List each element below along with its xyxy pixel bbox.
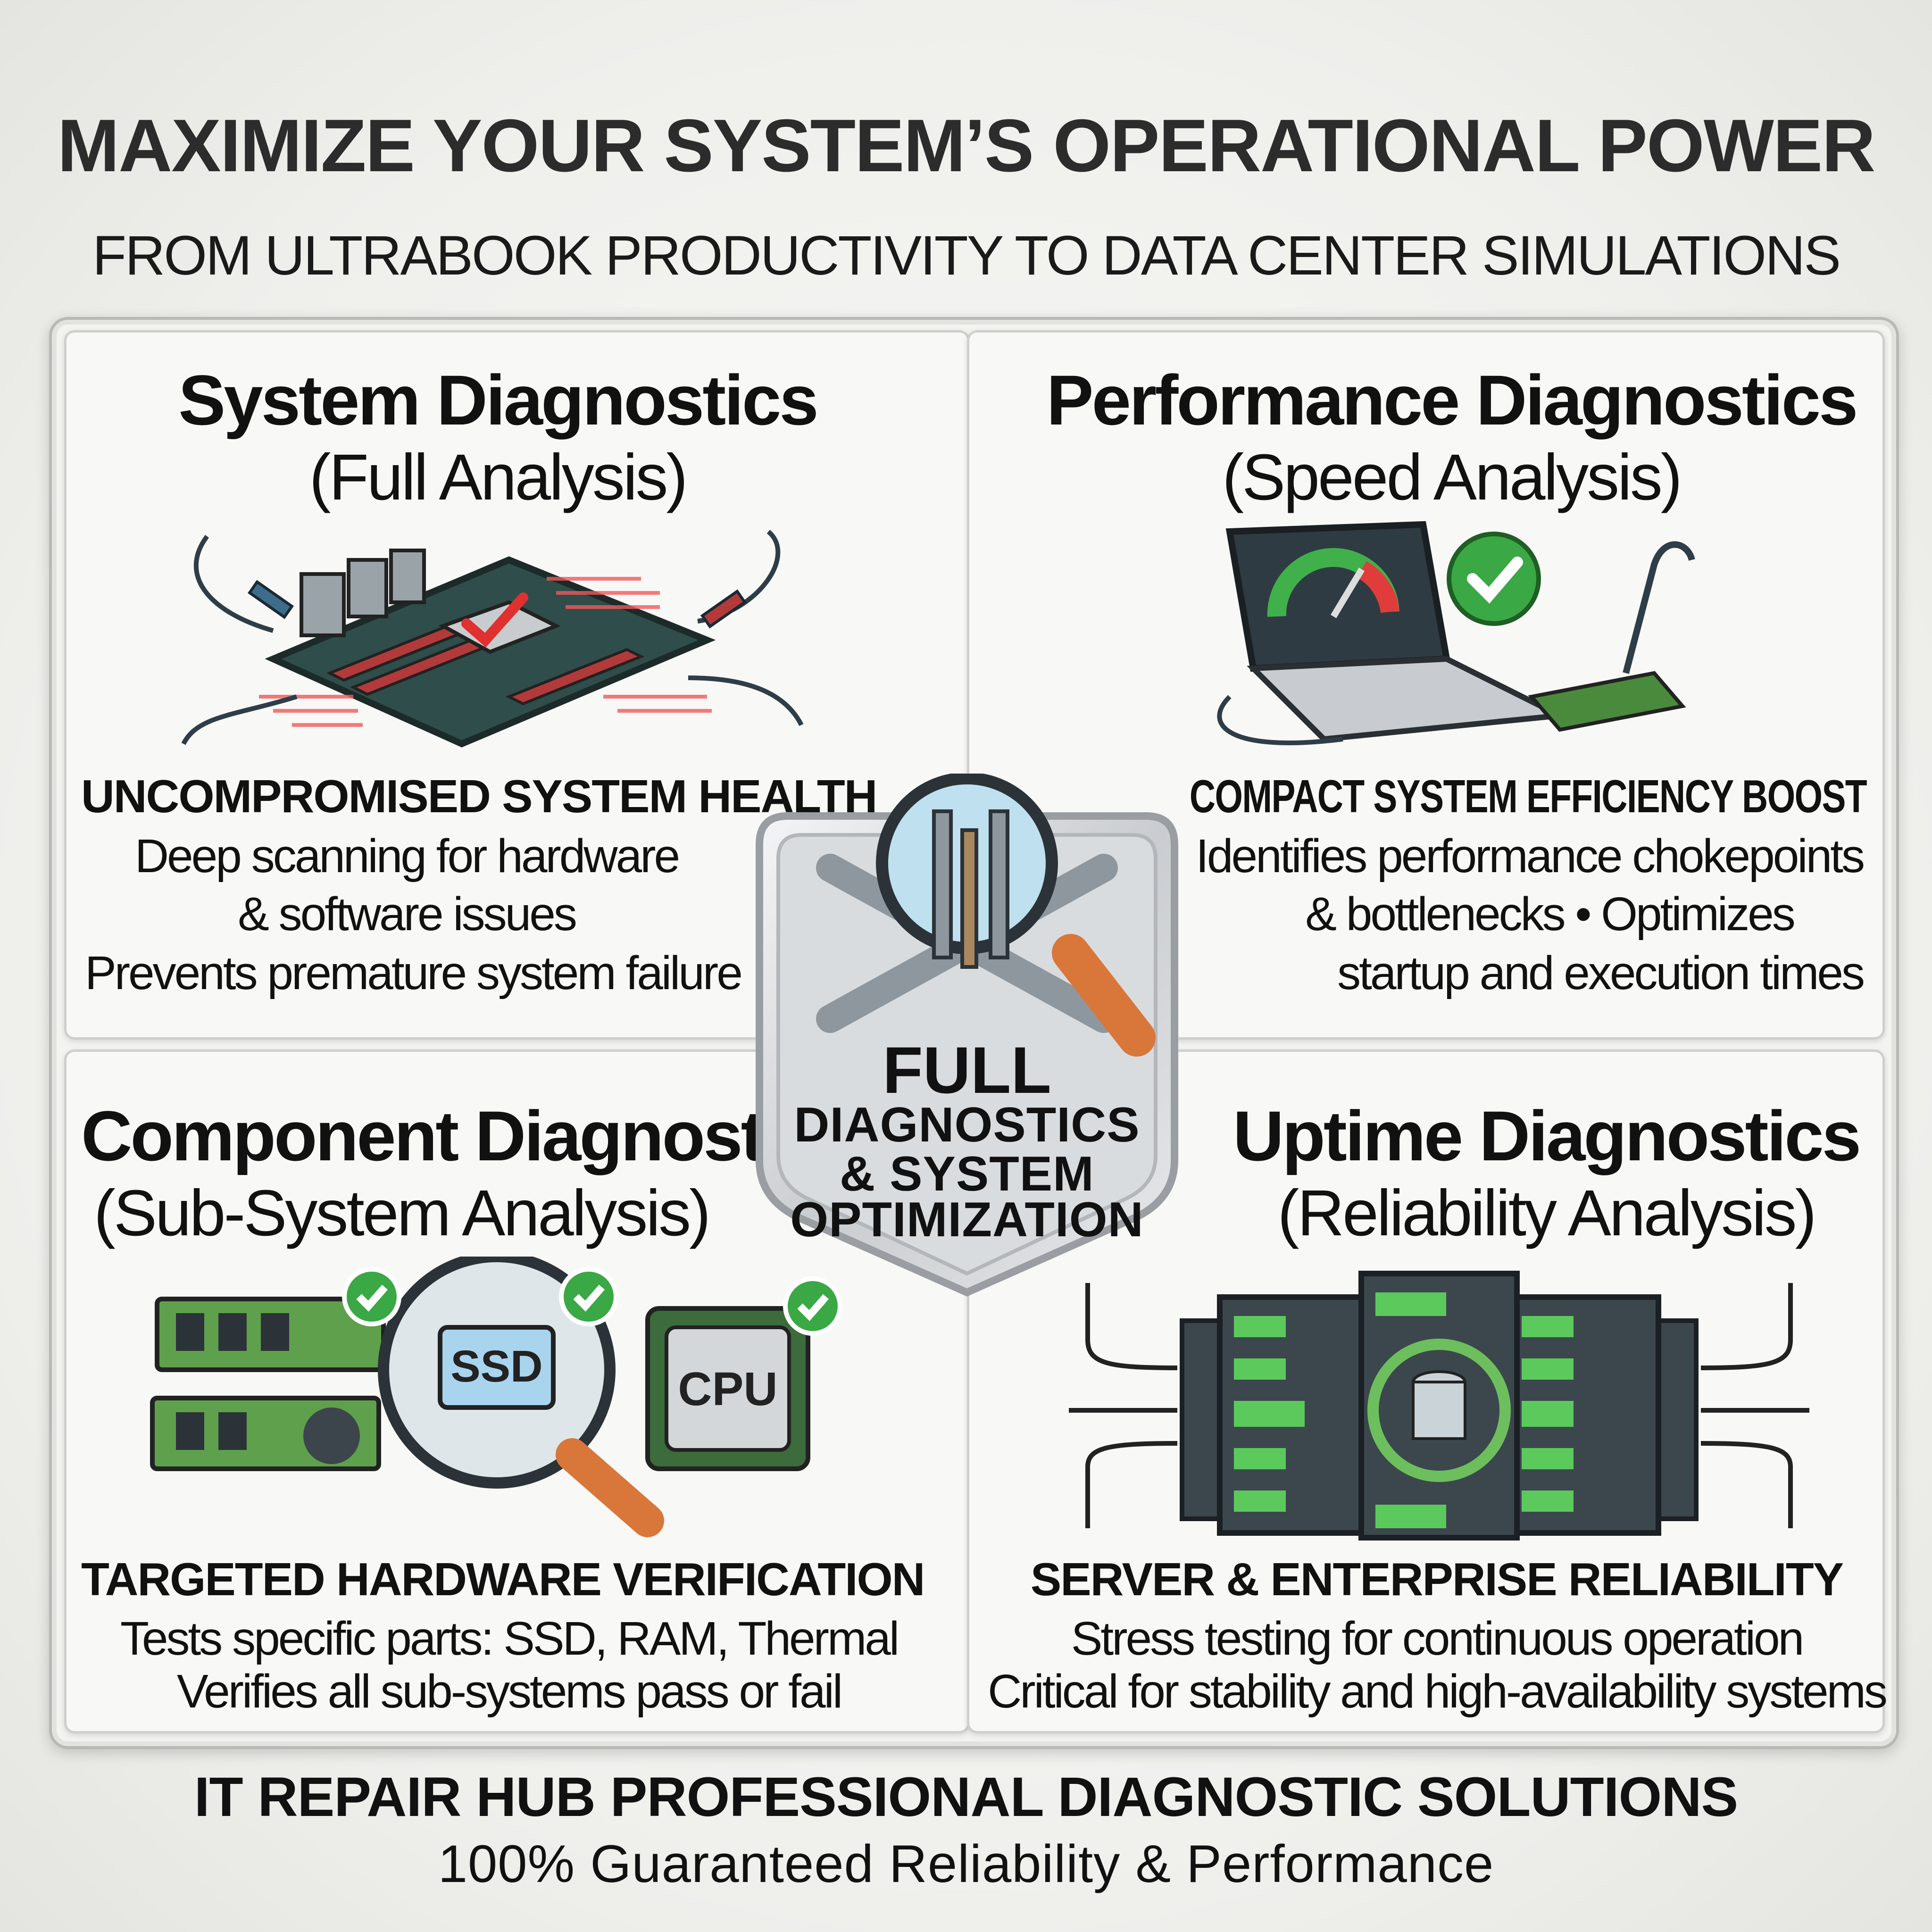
cpu-label: CPU [678, 1363, 777, 1416]
benefit-line: startup and execution times [1337, 947, 1865, 999]
benefit-line: Tests specific parts: SSD, RAM, Thermal [120, 1612, 899, 1665]
benefit-line: & bottlenecks • Optimizes [1305, 888, 1795, 941]
footer-tagline: 100% Guaranteed Reliability & Performanc… [438, 1834, 1494, 1893]
server-racks-icon [1069, 1271, 1809, 1541]
check-badge-icon [342, 1267, 842, 1336]
quadrant-subtitle: (Sub-System Analysis) [93, 1177, 711, 1249]
page-subtitle: FROM ULTRABOOK PRODUCTIVITY TO DATA CENT… [92, 225, 1841, 287]
benefit-line: Prevents premature system failure [85, 947, 743, 999]
benefit-line: Verifies all sub-systems pass or fail [176, 1665, 843, 1718]
center-badge: FULL DIAGNOSTICS & SYSTEM OPTIMIZATION [712, 774, 1222, 1302]
badge-line: FULL [883, 1033, 1051, 1107]
benefit-line: Deep scanning for hardware [134, 830, 680, 883]
laptop-gauge-icon [1217, 521, 1695, 745]
benefit-line: Critical for stability and high-availabi… [988, 1665, 1888, 1718]
badge-line: DIAGNOSTICS [794, 1098, 1140, 1152]
motherboard-icon [181, 530, 804, 748]
ssd-label: SSD [450, 1341, 542, 1391]
quadrant-subtitle: (Full Analysis) [309, 441, 688, 514]
benefit-title: COMPACT SYSTEM EFFICIENCY BOOST [1189, 770, 1867, 822]
components-icon: SSD CPU [150, 1257, 842, 1537]
benefit-title: UNCOMPROMISED SYSTEM HEALTH [81, 770, 877, 822]
tools-magnifier-icon [816, 774, 1156, 1057]
quadrant-title: Performance Diagnostics [1046, 360, 1858, 440]
benefit-title: TARGETED HARDWARE VERIFICATION [81, 1553, 925, 1605]
quadrant-title: System Diagnostics [178, 360, 819, 440]
badge-line: & SYSTEM [840, 1147, 1094, 1201]
quadrant-title: Uptime Diagnostics [1232, 1096, 1861, 1175]
benefit-title: SERVER & ENTERPRISE RELIABILITY [1030, 1553, 1844, 1605]
quadrant-title: Component Diagnostics [81, 1096, 857, 1175]
footer-title: IT REPAIR HUB PROFESSIONAL DIAGNOSTIC SO… [194, 1766, 1738, 1828]
benefit-line: Identifies performance chokepoints [1196, 830, 1865, 883]
badge-line: OPTIMIZATION [790, 1192, 1144, 1247]
benefit-line: & software issues [238, 888, 577, 941]
badge-shield-icon [756, 774, 1178, 1297]
page-title: MAXIMIZE YOUR SYSTEM’S OPERATIONAL POWER [57, 104, 1876, 187]
benefit-line: Stress testing for continuous operation [1071, 1612, 1805, 1665]
quadrant-subtitle: (Speed Analysis) [1222, 441, 1682, 514]
quadrant-subtitle: (Reliability Analysis) [1277, 1177, 1816, 1249]
